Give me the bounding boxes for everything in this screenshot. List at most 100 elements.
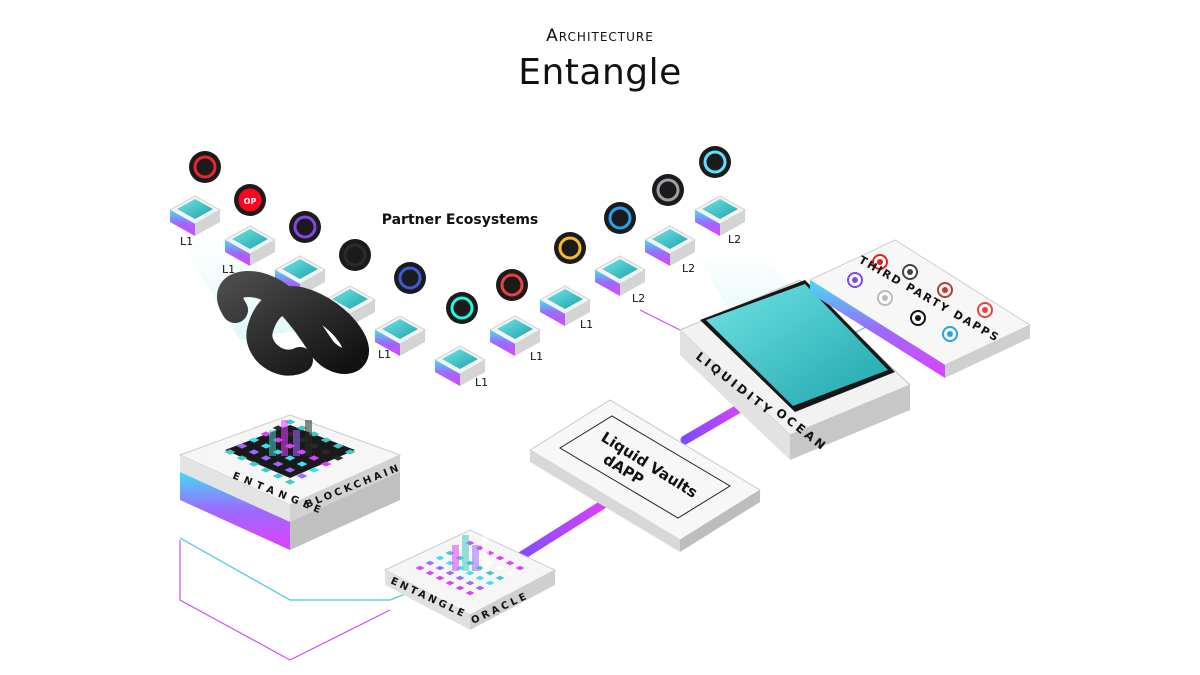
orbit-icon [902,264,918,280]
infinity-ring-icon [217,271,369,376]
partner-node-label: L2 [682,262,695,275]
chip-cell [505,570,515,576]
pipes [510,400,750,565]
chip-cell [495,575,505,581]
bnb-icon [554,232,586,264]
chip-cell [296,461,308,467]
oracle-chip-grid [415,535,525,596]
partner-node: L2 [643,174,697,275]
liquid-vaults-dapp: Liquid Vaults dAPP [529,399,761,552]
g-icon [910,310,926,326]
chip-cell [465,570,475,576]
link-blockchain-oracle [179,537,421,601]
chip-cell [296,449,308,455]
chip-cell [260,443,272,449]
chip-bar [452,545,459,571]
partner-ecosystems-title: Partner Ecosystems [382,212,539,228]
avalanche-icon [496,269,528,301]
chip-cell [272,461,284,467]
partner-node: L2 [593,202,647,305]
chip-cell [475,585,485,591]
near-icon [652,174,684,206]
chip-bar [269,430,276,456]
chip-cell [260,431,272,437]
chip-cell [284,419,296,425]
wave-icon [942,326,958,342]
chip-cell [296,437,308,443]
chip-cell [495,565,505,571]
chip-cell [308,431,320,437]
chip-cell [284,479,296,485]
chip-cell [308,455,320,461]
partner-node-label: L1 [180,235,193,248]
entangle-blockchain: ENTANGLE BLOCKCHAIN [178,271,403,550]
chip-cell [320,437,332,443]
chip-cell [296,425,308,431]
chip-cell [272,449,284,455]
polygon-icon [289,211,321,243]
blockchain-chip-grid [224,419,356,485]
chip-cell [236,443,248,449]
chip-cell [224,449,236,455]
ethereum-icon [339,239,371,271]
partner-node-label: L1 [475,376,488,389]
chip-cell [332,443,344,449]
chip-cell [260,455,272,461]
chip-cell [445,580,455,586]
chip-cell [435,555,445,561]
chip-cell [308,443,320,449]
partner-node: L1 [168,151,222,248]
chip-cell [485,580,495,586]
chip-cell [272,473,284,479]
liquidity-ocean: LIQUIDITY OCEAN [679,279,911,460]
chip-bar [462,535,469,571]
partner-node-label: L2 [728,233,741,246]
chip-cell [415,565,425,571]
chip-cell [445,570,455,576]
chip-cell [332,455,344,461]
chip-cell [465,580,475,586]
partner-node: L1 [488,269,543,363]
linea-icon [699,146,731,178]
chip-cell [455,575,465,581]
partner-node-label: L1 [530,350,543,363]
pipe-vaults-ocean [680,400,750,445]
chip-cell [284,467,296,473]
partner-node-label: L2 [632,292,645,305]
chip-bar [305,420,312,456]
chip-cell [475,575,485,581]
partner-node-label: L1 [378,348,391,361]
chip-cell [296,473,308,479]
chip-bar [482,535,489,571]
chip-cell [272,437,284,443]
chip-cell [308,467,320,473]
third-party-icons [847,254,993,342]
pipe-oracle-vaults [510,495,615,565]
fantom-cube-icon [394,262,426,294]
multiversx-icon [446,292,478,324]
polygon-icon [847,272,863,288]
optimism-icon: OP [234,184,266,216]
chip-cell [425,560,435,566]
chip-cell [485,570,495,576]
chip-cell [435,565,445,571]
chip-cell [236,455,248,461]
fantom-icon [189,151,221,183]
chip-cell [425,570,435,576]
ghost-icon [877,290,893,306]
chip-cell [284,431,296,437]
partner-node: L1 [538,232,593,331]
chip-cell [320,449,332,455]
chip-cell [495,555,505,561]
partner-node: L1 [373,262,427,361]
chip-cell [248,437,260,443]
chip-bar [293,430,300,456]
chip-cell [260,467,272,473]
chip-cell [505,560,515,566]
partner-node: L2 [693,146,747,246]
chip-cell [284,443,296,449]
chip-cell [284,455,296,461]
chip-cell [515,565,525,571]
arbitrum-icon [604,202,636,234]
